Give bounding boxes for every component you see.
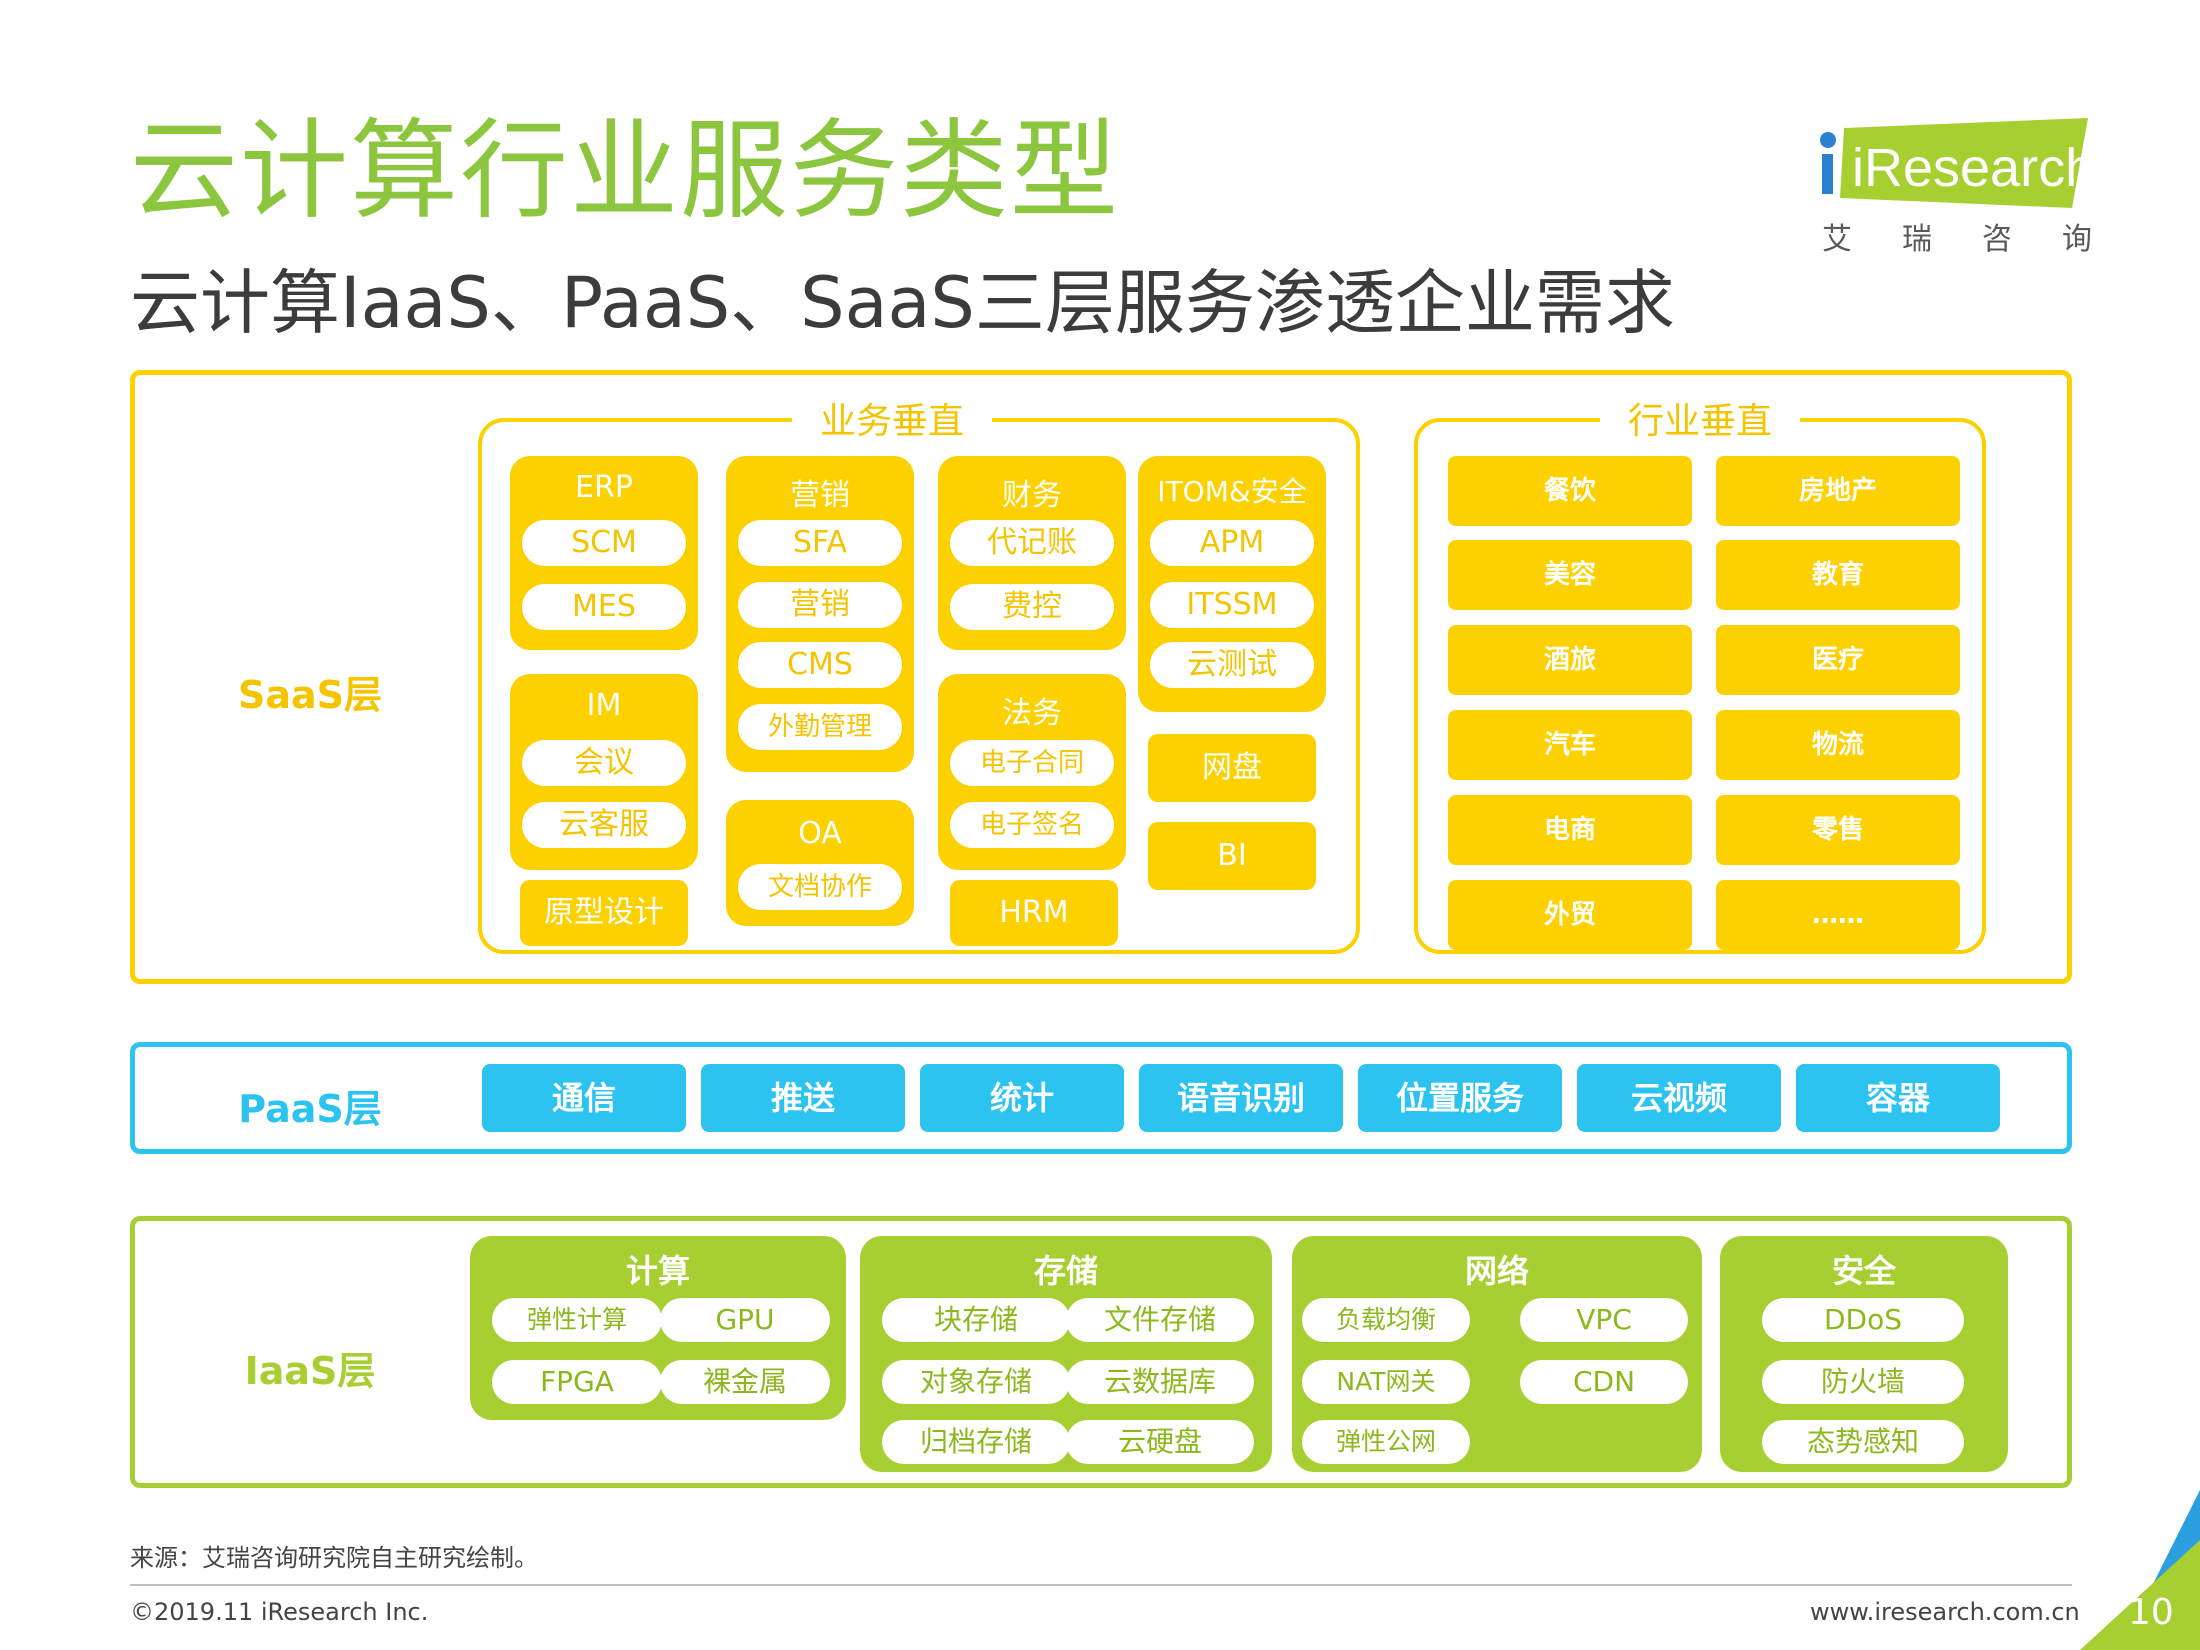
im-card: IM 会议 云客服 <box>510 674 698 870</box>
module-pill: ITSSM <box>1150 582 1314 628</box>
iaas-item: 态势感知 <box>1762 1420 1964 1464</box>
paas-service: 位置服务 <box>1358 1064 1562 1132</box>
page-subtitle: 云计算IaaS、PaaS、SaaS三层服务渗透企业需求 <box>130 262 1675 344</box>
oa-card: OA 文档协作 <box>726 800 914 926</box>
itom-card-title: ITOM&安全 <box>1157 475 1307 508</box>
paas-service: 统计 <box>920 1064 1124 1132</box>
iaas-item: VPC <box>1520 1298 1688 1342</box>
logo-char: 询 <box>2062 222 2092 257</box>
module-pill: 电子合同 <box>950 740 1114 786</box>
iaas-item: 防火墙 <box>1762 1360 1964 1404</box>
itom-card: ITOM&安全 APM ITSSM 云测试 <box>1138 456 1326 712</box>
iaas-item: CDN <box>1520 1360 1688 1404</box>
module-pill: 外勤管理 <box>738 704 902 750</box>
industry-item: 房地产 <box>1716 456 1960 526</box>
industry-item: 物流 <box>1716 710 1960 780</box>
iaas-layer-label: IaaS层 <box>244 1349 376 1393</box>
erp-card: ERP SCM MES <box>510 456 698 650</box>
module-pill: 费控 <box>950 584 1114 630</box>
industry-item: 医疗 <box>1716 625 1960 695</box>
paas-service: 推送 <box>701 1064 905 1132</box>
module-pill: SCM <box>522 520 686 566</box>
website-url: www.iresearch.com.cn <box>1810 1598 2080 1626</box>
corner-decoration <box>2080 1490 2200 1650</box>
logo-char: 艾 <box>1822 222 1852 257</box>
module-pill: 云测试 <box>1150 642 1314 688</box>
copyright: ©2019.11 iResearch Inc. <box>130 1598 429 1626</box>
module-button: 网盘 <box>1148 734 1316 802</box>
business-vertical-title: 业务垂直 <box>791 404 993 440</box>
page-number: 10 <box>2128 1592 2174 1633</box>
compute-group-title: 计算 <box>625 1252 690 1290</box>
module-pill: MES <box>522 584 686 630</box>
paas-service: 容器 <box>1796 1064 2000 1132</box>
iaas-item: 裸金属 <box>660 1360 830 1404</box>
security-group-title: 安全 <box>1831 1252 1896 1290</box>
module-pill: 会议 <box>522 740 686 786</box>
network-group: 网络 负载均衡 VPC NAT网关 CDN 弹性公网 <box>1292 1236 1702 1472</box>
module-pill: CMS <box>738 642 902 688</box>
iaas-item: DDoS <box>1762 1298 1964 1342</box>
finance-card-title: 财务 <box>1002 478 1062 513</box>
module-button: BI <box>1148 822 1316 890</box>
industry-vertical-title: 行业垂直 <box>1599 404 1801 440</box>
saas-layer-label: SaaS层 <box>237 673 383 717</box>
erp-card-title: ERP <box>575 470 633 505</box>
finance-card: 财务 代记账 费控 <box>938 456 1126 650</box>
page-title: 云计算行业服务类型 <box>130 109 1121 234</box>
iaas-item: FPGA <box>492 1360 662 1404</box>
iaas-item: 对象存储 <box>882 1360 1070 1404</box>
footer-divider <box>130 1584 2072 1586</box>
industry-item: 餐饮 <box>1448 456 1692 526</box>
industry-item: …… <box>1716 880 1960 950</box>
module-button: HRM <box>950 880 1118 946</box>
industry-item: 外贸 <box>1448 880 1692 950</box>
module-pill: 云客服 <box>522 802 686 848</box>
industry-item: 教育 <box>1716 540 1960 610</box>
legal-card: 法务 电子合同 电子签名 <box>938 674 1126 870</box>
im-card-title: IM <box>586 688 622 723</box>
oa-card-title: OA <box>798 816 842 851</box>
iaas-item: 文件存储 <box>1066 1298 1254 1342</box>
logo-char: 瑞 <box>1902 222 1932 257</box>
logo-text: iResearch <box>1852 138 2088 198</box>
compute-group: 计算 弹性计算 GPU FPGA 裸金属 <box>470 1236 846 1420</box>
paas-service: 通信 <box>482 1064 686 1132</box>
module-pill: 营销 <box>738 582 902 628</box>
storage-group: 存储 块存储 文件存储 对象存储 云数据库 归档存储 云硬盘 <box>860 1236 1272 1472</box>
module-pill: 代记账 <box>950 520 1114 566</box>
marketing-card-title: 营销 <box>790 478 850 513</box>
iaas-item: 云数据库 <box>1066 1360 1254 1404</box>
module-pill: APM <box>1150 520 1314 566</box>
iaas-item: 弹性公网 <box>1302 1420 1470 1464</box>
industry-item: 酒旅 <box>1448 625 1692 695</box>
module-pill: 电子签名 <box>950 802 1114 848</box>
iaas-item: 块存储 <box>882 1298 1070 1342</box>
industry-item: 汽车 <box>1448 710 1692 780</box>
module-pill: 文档协作 <box>738 864 902 910</box>
logo-char: 咨 <box>1982 222 2012 257</box>
security-group: 安全 DDoS 防火墙 态势感知 <box>1720 1236 2008 1472</box>
paas-layer-label: PaaS层 <box>238 1087 382 1131</box>
industry-item: 美容 <box>1448 540 1692 610</box>
storage-group-title: 存储 <box>1033 1252 1098 1290</box>
legal-card-title: 法务 <box>1002 696 1062 731</box>
iresearch-logo: iResearch <box>1820 118 2088 208</box>
module-pill: SFA <box>738 520 902 566</box>
paas-service: 云视频 <box>1577 1064 1781 1132</box>
marketing-card: 营销 SFA 营销 CMS 外勤管理 <box>726 456 914 772</box>
logo-chinese-name: 艾 瑞 咨 询 <box>1822 214 2092 258</box>
network-group-title: 网络 <box>1464 1252 1529 1290</box>
iaas-item: GPU <box>660 1298 830 1342</box>
iaas-item: 云硬盘 <box>1066 1420 1254 1464</box>
iaas-item: NAT网关 <box>1302 1360 1470 1404</box>
iaas-item: 弹性计算 <box>492 1298 662 1342</box>
industry-item: 电商 <box>1448 795 1692 865</box>
module-button: 原型设计 <box>520 880 688 946</box>
industry-item: 零售 <box>1716 795 1960 865</box>
iaas-item: 归档存储 <box>882 1420 1070 1464</box>
iaas-item: 负载均衡 <box>1302 1298 1470 1342</box>
source-note: 来源：艾瑞咨询研究院自主研究绘制。 <box>130 1544 538 1572</box>
paas-service: 语音识别 <box>1139 1064 1343 1132</box>
